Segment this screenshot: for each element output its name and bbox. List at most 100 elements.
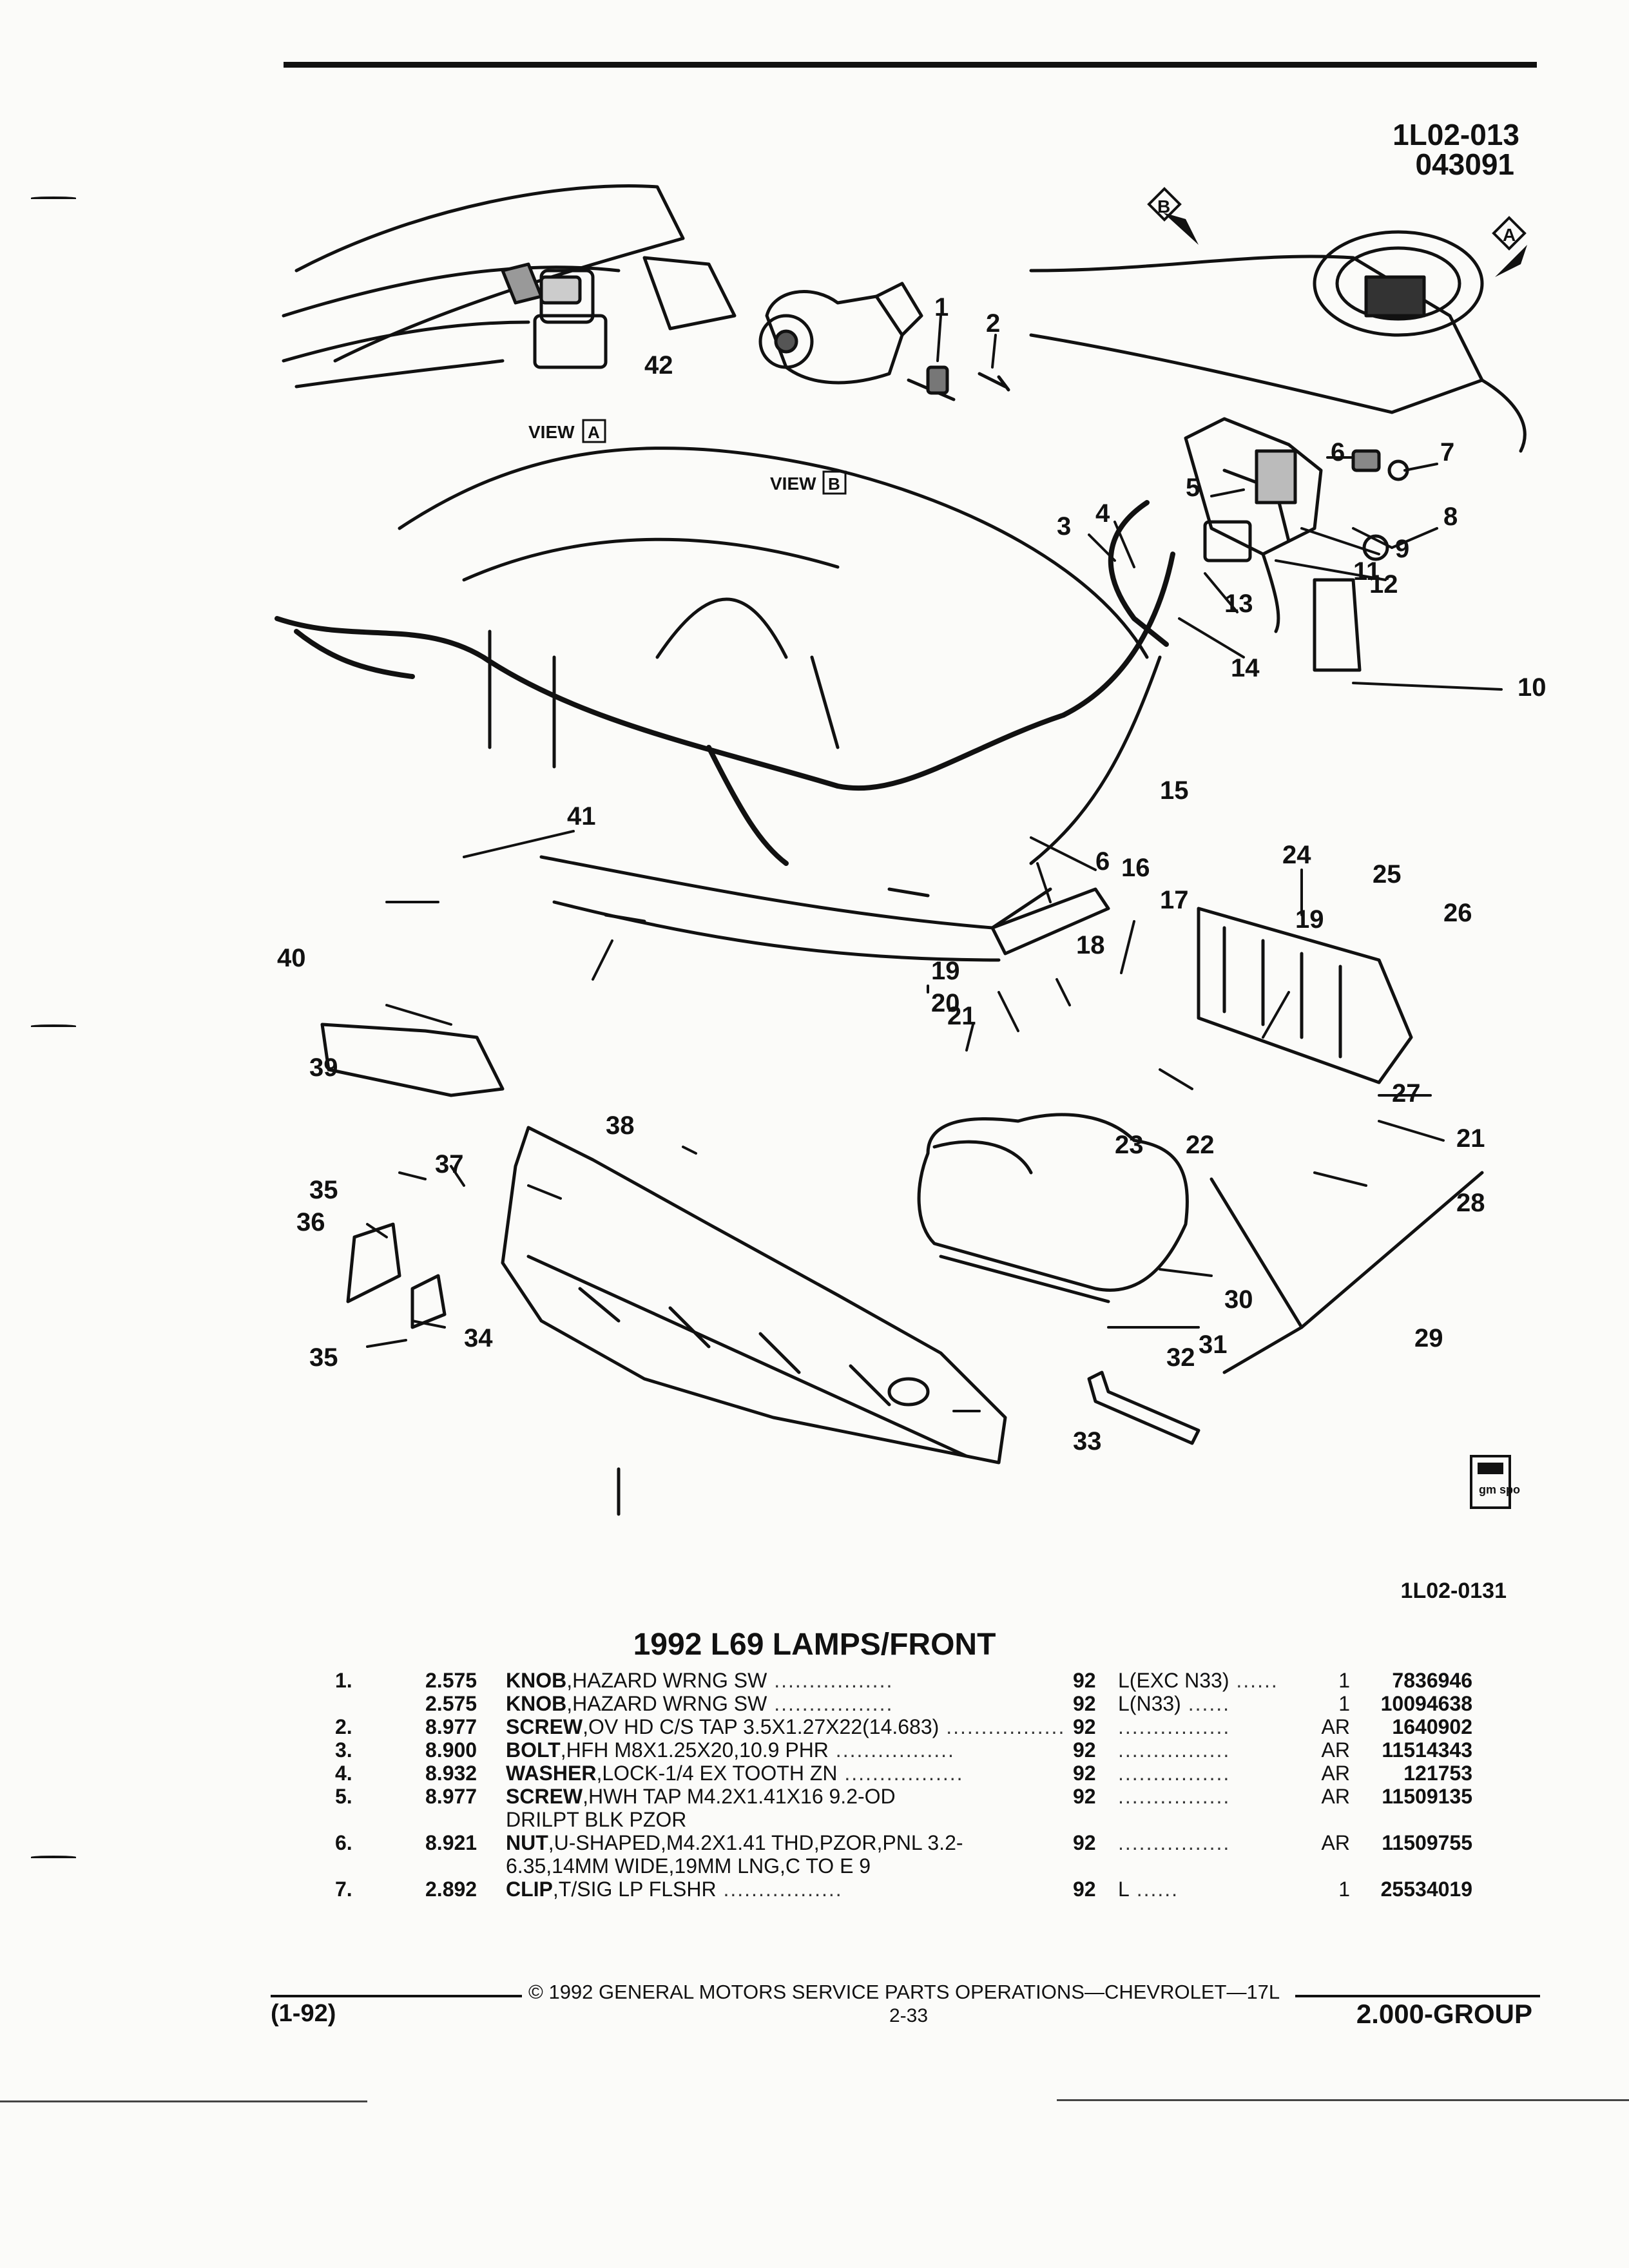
part-description: CLIP,T/SIG LP FLSHR .................	[506, 1878, 1073, 1901]
binding-mark	[31, 197, 76, 199]
part-number: 11509135	[1382, 1785, 1472, 1808]
callout-7: 7	[1440, 438, 1454, 466]
binding-mark	[31, 1024, 76, 1027]
callout-20: 20	[931, 989, 960, 1017]
headlamp-housing-drawing	[1197, 907, 1413, 1084]
leader-dots: .................	[767, 1669, 894, 1692]
part-quantity: AR	[1321, 1715, 1350, 1738]
part-spec: ,U-SHAPED,M4.2X1.41 THD,PZOR,PNL 3.2-	[548, 1831, 963, 1854]
leader-dots: .................	[939, 1715, 1066, 1738]
part-group-code: 2.575	[425, 1669, 477, 1692]
callout-26: 26	[1443, 899, 1472, 927]
leader-dots: .................	[828, 1738, 955, 1762]
arrow-b-label: B	[1157, 197, 1170, 216]
arrow-a-label: A	[1503, 225, 1516, 245]
part-number: 121753	[1403, 1762, 1472, 1785]
figure-code: 1L02-0131	[1400, 1579, 1507, 1603]
leader-dots: ......	[1229, 1669, 1278, 1692]
callout-25: 25	[1373, 860, 1402, 889]
callout-3: 3	[1057, 512, 1071, 541]
callout-11: 11	[1353, 557, 1380, 586]
part-quantity: 1	[1338, 1669, 1350, 1692]
callout-13: 13	[1224, 590, 1253, 618]
callout-6: 6	[1331, 438, 1345, 466]
wiring-harness-drawing	[275, 500, 1175, 866]
part-description: NUT,U-SHAPED,M4.2X1.41 THD,PZOR,PNL 3.2-…	[506, 1831, 1073, 1878]
callout-19: 19	[931, 957, 960, 985]
part-spec: ,HFH M8X1.25X20,10.9 PHR	[560, 1738, 829, 1762]
binding-mark	[31, 1856, 76, 1858]
callout-21: 21	[947, 1002, 976, 1030]
callout-35: 35	[309, 1176, 338, 1204]
part-spec: ,OV HD C/S TAP 3.5X1.27X22(14.683)	[583, 1715, 940, 1738]
callout-12: 12	[1369, 570, 1398, 599]
part-name: WASHER	[506, 1762, 597, 1785]
part-number: 10094638	[1380, 1692, 1472, 1715]
callout-33: 33	[1073, 1427, 1102, 1456]
illustration-code: 1L02-013	[1393, 118, 1519, 151]
part-year: 92	[1073, 1669, 1096, 1692]
headlamp-lens-drawing	[917, 1113, 1189, 1303]
part-quantity: 1	[1338, 1692, 1350, 1715]
leader-dots: ................	[1118, 1785, 1231, 1808]
callout-37: 37	[435, 1150, 464, 1178]
part-spec-continued: 6.35,14MM WIDE,19MM LNG,C TO E 9	[506, 1854, 871, 1878]
view-a-dashboard-drawing	[282, 184, 737, 389]
part-name: NUT	[506, 1831, 548, 1854]
leader-dots: .................	[767, 1692, 894, 1715]
footer-copyright: © 1992 GENERAL MOTORS SERVICE PARTS OPER…	[528, 1981, 1280, 2003]
callout-4: 4	[1095, 499, 1110, 528]
callout-32: 32	[1166, 1343, 1195, 1372]
part-ref: 7.	[335, 1878, 352, 1901]
view-b-column-drawing	[758, 282, 956, 401]
part-ref	[335, 1692, 425, 1715]
footer-group: 2.000-GROUP	[1356, 1999, 1532, 2029]
part-name: SCREW	[506, 1715, 583, 1738]
leader-dots: .................	[716, 1878, 843, 1901]
scan-edge-line	[1057, 2099, 1629, 2101]
part-group-code: 8.932	[425, 1762, 477, 1785]
part-name: CLIP	[506, 1878, 553, 1901]
part-usage: L(N33) ......	[1118, 1692, 1311, 1715]
instrument-panel-drawing	[1029, 230, 1527, 453]
part-usage: L(EXC N33) ......	[1118, 1669, 1311, 1692]
leader-dots: ................	[1118, 1762, 1231, 1785]
part-name: KNOB	[506, 1692, 567, 1715]
scan-edge-line	[0, 2100, 367, 2102]
part-usage: ................	[1118, 1715, 1311, 1738]
part-description: KNOB,HAZARD WRNG SW .................	[506, 1669, 1073, 1692]
callout-31: 31	[1199, 1331, 1228, 1359]
callout-24: 24	[1282, 841, 1311, 869]
callout-41: 41	[567, 802, 596, 831]
part-spec: ,LOCK-1/4 EX TOOTH ZN	[596, 1762, 838, 1785]
part-spec: ,HAZARD WRNG SW	[566, 1692, 767, 1715]
exploded-parts-diagram: B A VIEW A VIEW B 1234567891011121314151…	[275, 184, 1547, 1516]
part-year: 92	[1073, 1762, 1096, 1785]
part-usage: ................	[1118, 1762, 1311, 1785]
callout-15: 15	[1160, 776, 1189, 805]
part-name: SCREW	[506, 1785, 583, 1808]
part-number: 1640902	[1392, 1715, 1472, 1738]
part-quantity: AR	[1321, 1785, 1350, 1808]
view-b-label: VIEW	[770, 474, 816, 494]
leader-dots: ......	[1129, 1878, 1179, 1901]
flasher-bracket-drawing	[1184, 417, 1409, 672]
callout-40: 40	[277, 944, 306, 972]
callout-21: 21	[1456, 1124, 1485, 1153]
part-usage: ................	[1118, 1831, 1311, 1878]
part-ref: 5.	[335, 1785, 352, 1808]
part-year: 92	[1073, 1878, 1096, 1901]
callout-29: 29	[1414, 1324, 1443, 1352]
part-quantity: AR	[1321, 1762, 1350, 1785]
part-description: BOLT,HFH M8X1.25X20,10.9 PHR ...........…	[506, 1738, 1073, 1762]
callout-17: 17	[1160, 886, 1189, 914]
part-number: 25534019	[1380, 1878, 1472, 1901]
callout-28: 28	[1456, 1189, 1485, 1217]
part-group-code: 8.900	[425, 1738, 477, 1762]
part-usage: L ......	[1118, 1878, 1311, 1901]
